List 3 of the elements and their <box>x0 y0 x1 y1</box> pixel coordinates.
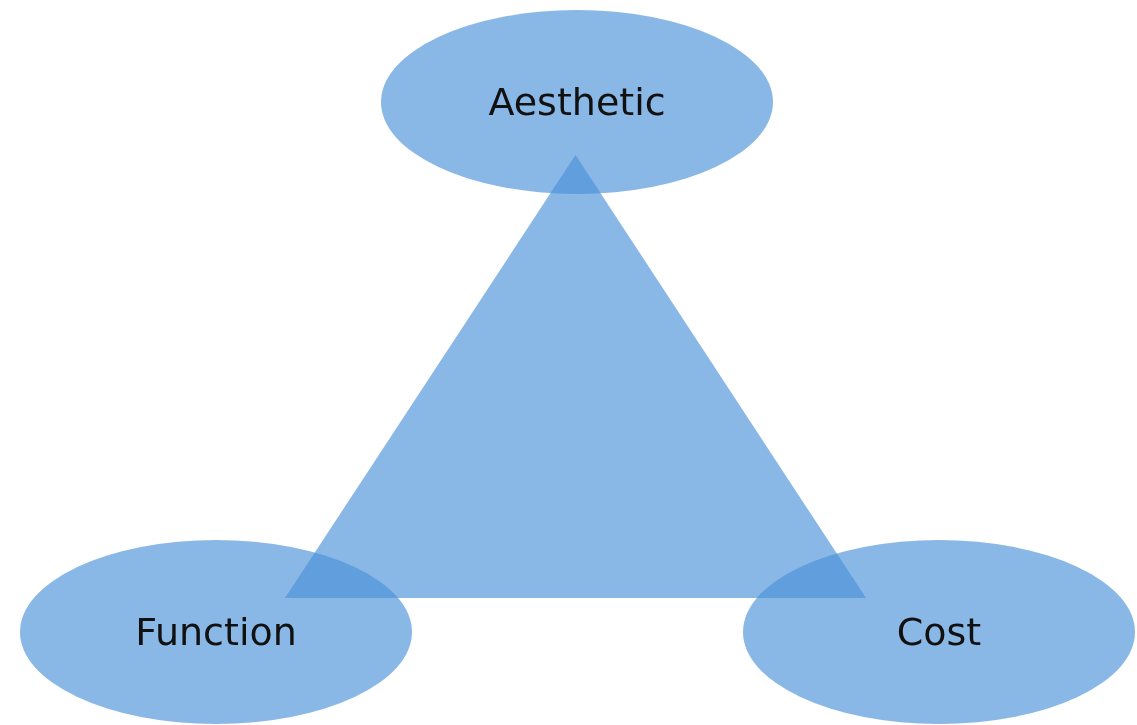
node-label: Cost <box>896 610 982 654</box>
node-label: Function <box>135 610 297 654</box>
node-label: Aesthetic <box>488 80 666 124</box>
